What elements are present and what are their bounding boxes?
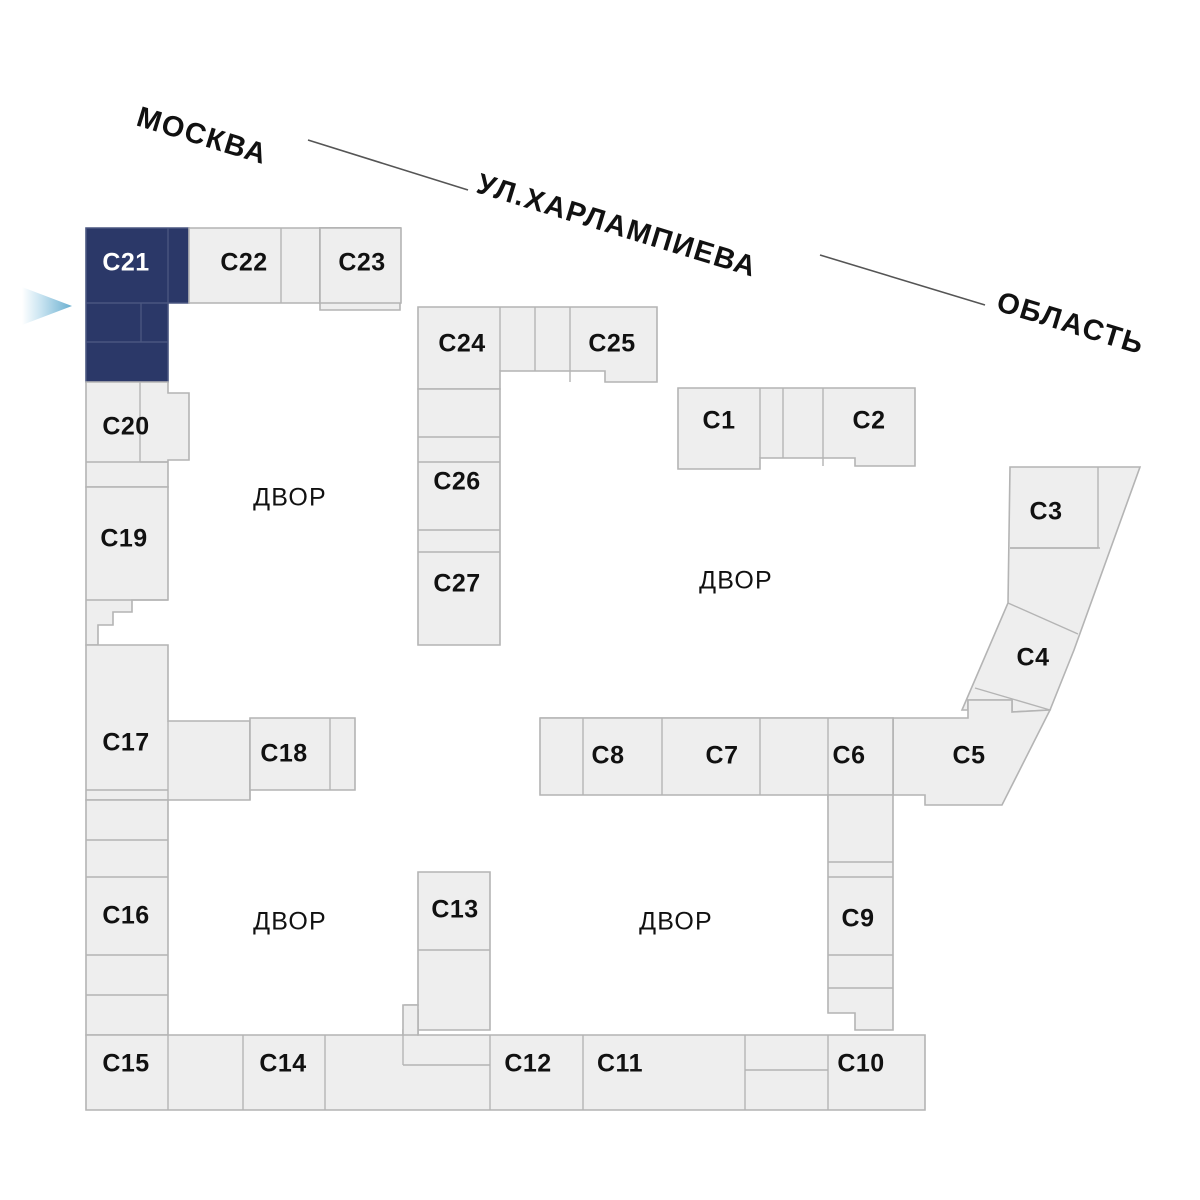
street-label-harlampieva: УЛ.ХАРЛАМПИЕВА: [473, 168, 761, 284]
section-shape-bottom-step: [402, 1004, 419, 1036]
section-shape-c18[interactable]: [249, 717, 356, 791]
section-dividers-c16: [86, 839, 168, 996]
section-dividers-c6-c7-c8: [582, 718, 829, 795]
street-label-moskva: МОСКВА: [133, 101, 271, 171]
street-label-oblast: ОБЛАСТЬ: [993, 286, 1148, 361]
street-leader-line-moskva: [307, 139, 469, 191]
section-shape-c1-c2[interactable]: [677, 387, 916, 470]
section-label-c3: С3: [1030, 498, 1063, 526]
selection-pointer[interactable]: [22, 287, 72, 325]
building-block-bottom-row: С15 С14 С12 С11 С10: [85, 1004, 926, 1111]
section-dividers-c3-c4: [974, 467, 1100, 711]
section-label-c4: С4: [1017, 644, 1050, 672]
building-block-left-spine: С20 С19 С17 С18 С16: [85, 381, 356, 1036]
building-block-c1-c2: С1 С2: [677, 387, 916, 470]
section-label-c21: С21: [102, 249, 149, 277]
building-block-right-wing: С3 С4 С5: [892, 466, 1142, 806]
section-label-c13: С13: [431, 896, 478, 924]
section-label-c9: С9: [842, 905, 875, 933]
section-dividers-c20: [86, 382, 168, 463]
section-label-c23: С23: [338, 249, 385, 277]
section-shape-c23-outline[interactable]: [319, 227, 402, 304]
section-label-c12: С12: [504, 1050, 551, 1078]
courtyard-label-nw: ДВОР: [253, 484, 327, 512]
section-shape-c26-c27[interactable]: [417, 388, 501, 646]
section-label-c26: С26: [433, 468, 480, 496]
section-shape-c5[interactable]: [892, 699, 1052, 806]
section-label-c11: С11: [597, 1050, 643, 1078]
section-label-c25: С25: [588, 330, 635, 358]
section-dividers-c26-c27: [418, 436, 500, 553]
section-label-c7: С7: [706, 742, 739, 770]
courtyard-label-sw: ДВОР: [253, 908, 327, 936]
section-label-c18: С18: [260, 740, 307, 768]
building-block-top-row: С21 С22 С23: [85, 227, 402, 383]
section-shape-c19[interactable]: [85, 486, 169, 646]
selection-pointer-triangle-icon[interactable]: [22, 287, 72, 325]
courtyard-labels: ДВОР ДВОР ДВОР ДВОР: [253, 484, 773, 936]
building-block-middle-column: С24 С25 С26 С27: [417, 306, 658, 646]
building-block-c9: С9: [827, 794, 894, 1031]
courtyard-label-se: ДВОР: [639, 908, 713, 936]
section-dividers-c21: [86, 228, 169, 343]
street-leader-line-oblast: [819, 254, 986, 306]
section-label-c22: С22: [220, 249, 267, 277]
section-label-c24: С24: [438, 330, 485, 358]
section-label-c14: С14: [259, 1050, 306, 1078]
section-dividers-c9: [828, 861, 893, 989]
section-dividers-c24-c25: [499, 307, 571, 382]
section-label-c19: С19: [100, 525, 147, 553]
section-dividers-bottom-row: [167, 1035, 829, 1110]
section-label-c2: С2: [853, 407, 886, 435]
section-label-c1: С1: [703, 407, 736, 435]
section-label-c17: С17: [102, 729, 149, 757]
section-dividers-c1-c2: [759, 388, 824, 466]
section-shape-c9[interactable]: [827, 794, 894, 1031]
section-label-c15: С15: [102, 1050, 149, 1078]
section-label-c10: С10: [837, 1050, 884, 1078]
section-label-c16: С16: [102, 902, 149, 930]
section-label-c8: С8: [592, 742, 625, 770]
section-label-c5: С5: [953, 742, 986, 770]
section-label-c27: С27: [433, 570, 480, 598]
courtyard-label-ne: ДВОР: [699, 567, 773, 595]
section-label-c20: С20: [102, 413, 149, 441]
section-label-c6: С6: [833, 742, 866, 770]
building-block-middle-row: С8 С7 С6: [539, 717, 894, 800]
